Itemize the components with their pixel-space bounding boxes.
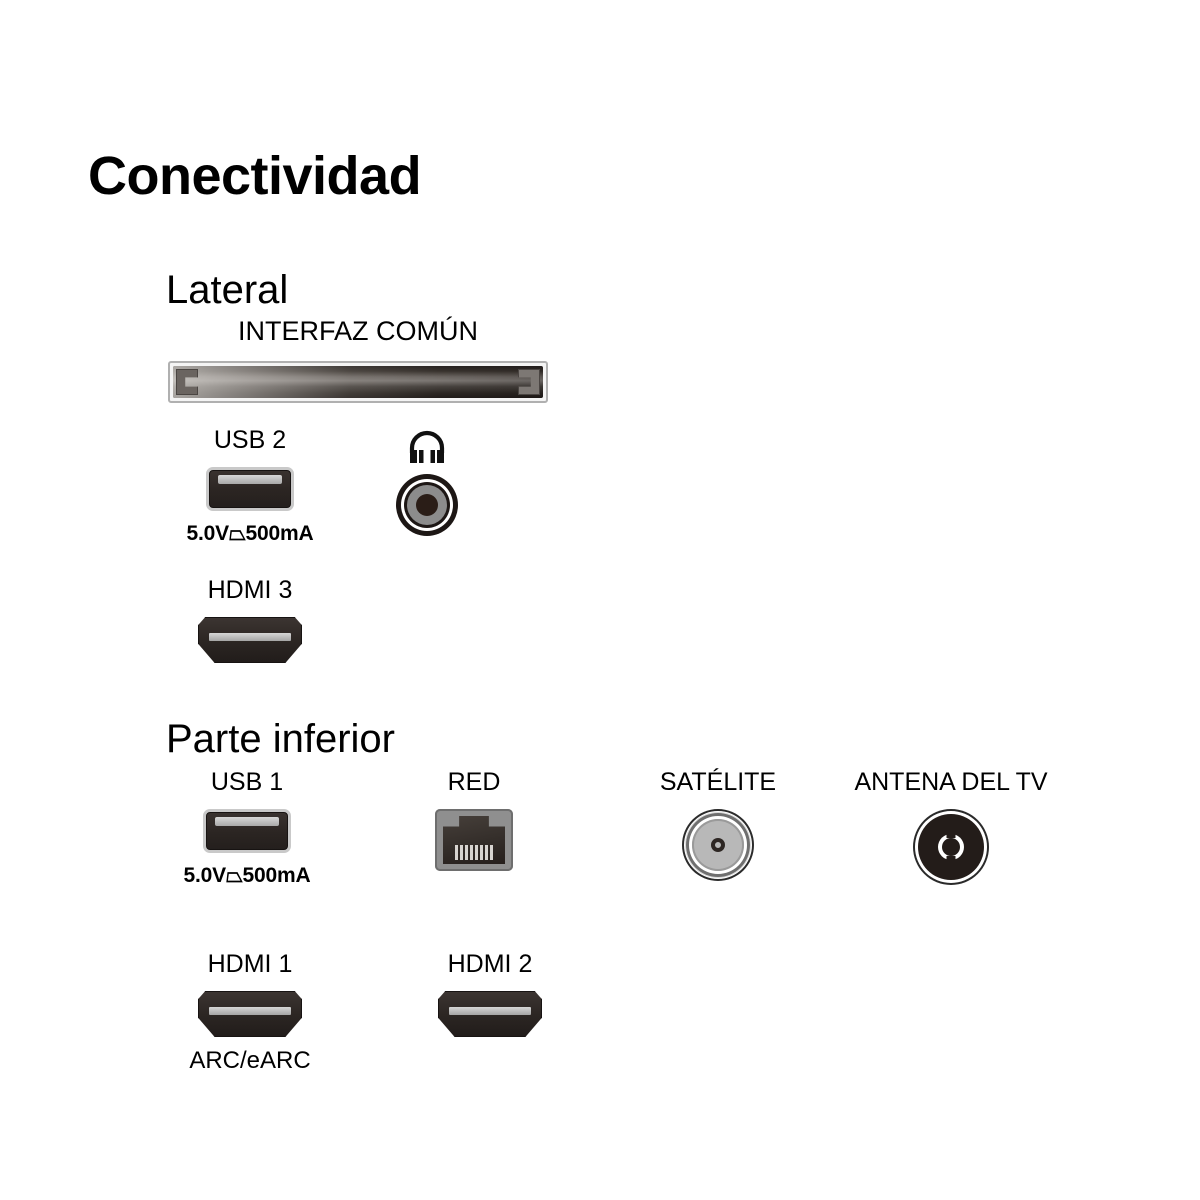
antenna-connector-icon — [840, 809, 1062, 885]
port-label-satellite: SATÉLITE — [659, 768, 777, 796]
hdmi-port-icon — [166, 614, 334, 666]
port-sublabel-usb2: 5.0V⏢500mA — [186, 522, 314, 545]
port-label-network: RED — [447, 768, 501, 796]
hdmi-port-icon — [400, 988, 580, 1040]
port-label-hdmi3: HDMI 3 — [207, 576, 293, 604]
section-title-lateral: Lateral — [166, 268, 289, 313]
port-group-usb2: USB 2 5.0V⏢500mA — [166, 426, 334, 545]
hdmi-port-icon — [160, 988, 340, 1040]
port-sublabel-hdmi1: ARC/eARC — [189, 1047, 311, 1074]
port-group-hdmi1: HDMI 1 ARC/eARC — [160, 952, 340, 1073]
port-label-tv-antenna: ANTENA DEL TV — [854, 768, 1048, 796]
port-group-tv-antenna: ANTENA DEL TV — [840, 770, 1062, 885]
page-title: Conectividad — [88, 146, 422, 207]
port-label-usb2: USB 2 — [213, 426, 287, 454]
port-group-usb1: USB 1 5.0V⏢500mA — [158, 768, 336, 887]
usb-port-icon — [158, 809, 336, 853]
port-group-common-interface: INTERFAZ COMÚN — [168, 318, 548, 403]
port-sublabel-usb1: 5.0V⏢500mA — [183, 864, 311, 887]
usb-port-icon — [166, 467, 334, 511]
port-label-hdmi1: HDMI 1 — [207, 950, 293, 978]
port-group-satellite: SATÉLITE — [630, 770, 806, 881]
headphone-icon — [372, 430, 482, 464]
port-group-hdmi3: HDMI 3 — [166, 576, 334, 666]
satellite-connector-icon — [630, 809, 806, 881]
port-label-common-interface: INTERFAZ COMÚN — [238, 316, 478, 346]
rj45-port-icon — [398, 809, 550, 871]
port-group-hdmi2: HDMI 2 — [400, 950, 580, 1040]
port-label-hdmi2: HDMI 2 — [447, 950, 533, 978]
ci-slot-icon — [168, 361, 548, 403]
port-label-usb1: USB 1 — [210, 768, 284, 796]
port-group-headphone — [372, 428, 482, 536]
headphone-jack-icon — [372, 474, 482, 536]
port-group-network: RED — [398, 770, 550, 871]
section-title-bottom: Parte inferior — [166, 717, 395, 762]
